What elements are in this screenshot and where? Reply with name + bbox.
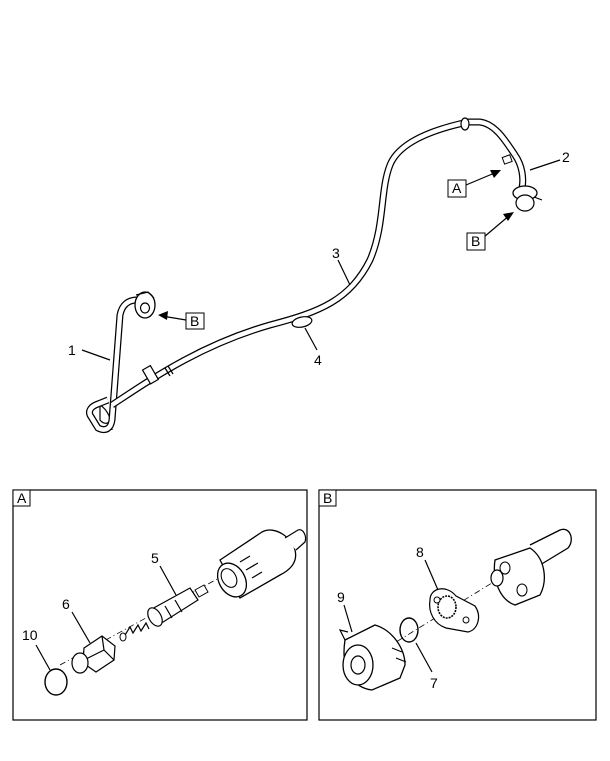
main-callouts: 1 2 3 4 B A B <box>68 149 570 368</box>
oring-part-7 <box>399 617 419 643</box>
callout-8: 8 <box>416 544 424 560</box>
detail-panel-b: B 8 7 9 <box>318 489 597 721</box>
callout-1: 1 <box>68 342 76 358</box>
ref-a-main: A <box>452 180 462 196</box>
pipe-flange-end <box>490 528 572 606</box>
main-pipe-assembly <box>86 117 543 434</box>
callout-4: 4 <box>314 352 322 368</box>
valve-part-5 <box>119 584 209 642</box>
callout-5: 5 <box>151 550 159 566</box>
connector-housing <box>216 529 307 599</box>
panel-a-label: A <box>17 490 27 506</box>
detail-panel-a: A 5 6 <box>12 489 308 721</box>
callout-10: 10 <box>22 627 38 643</box>
callout-3: 3 <box>332 245 340 261</box>
panel-b-label: B <box>323 490 332 506</box>
clip-part-4 <box>291 316 313 328</box>
callout-7: 7 <box>430 675 438 691</box>
gasket-part-8 <box>429 588 480 633</box>
ref-b-right: B <box>471 233 480 249</box>
fitting-part-9 <box>338 624 407 691</box>
nut-part-6 <box>71 635 116 674</box>
callout-6: 6 <box>62 596 70 612</box>
callout-9: 9 <box>337 589 345 605</box>
ref-b-left: B <box>190 313 199 329</box>
callout-2: 2 <box>562 149 570 165</box>
oring-part-10 <box>44 668 68 696</box>
